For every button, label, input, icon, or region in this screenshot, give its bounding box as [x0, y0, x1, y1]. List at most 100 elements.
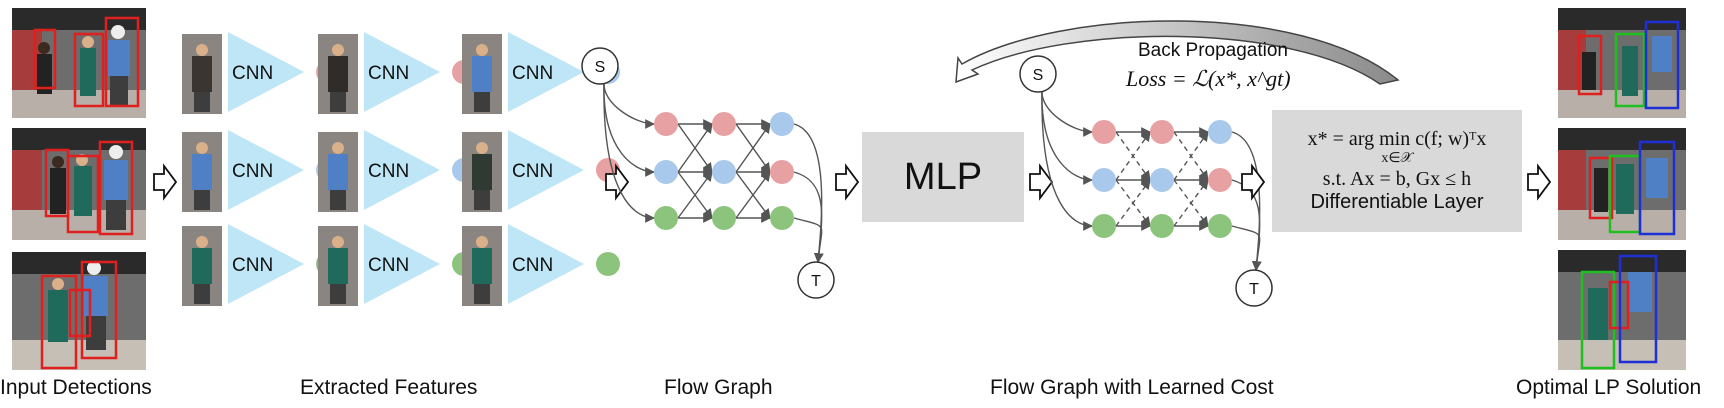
flow-graph: ST: [581, 47, 835, 299]
feature-patch: [182, 34, 222, 114]
flow-edge: [1173, 179, 1209, 227]
flow-node-red: [712, 112, 736, 136]
cnn-triangle: [364, 224, 440, 304]
cnn-triangle: [364, 32, 440, 112]
feature-node-green: [596, 252, 620, 276]
solution-frame-1: [1558, 8, 1686, 118]
feature-patch: [318, 226, 358, 306]
flow-node-blue: [1208, 120, 1232, 144]
flow-node-green: [712, 206, 736, 230]
flow-node-red: [1208, 168, 1232, 192]
flow-node-red: [1150, 120, 1174, 144]
hollow-arrow-6: [1527, 163, 1552, 201]
flow-node-blue: [1092, 168, 1116, 192]
extracted-features: CNN CNN CNN CNN CNN CNN CNN CNN CNN: [182, 32, 620, 306]
flow-edge: [735, 123, 771, 173]
back-propagation-arrow: [955, 20, 1400, 85]
flow-node-blue: [654, 160, 678, 184]
cnn-label: CNN: [512, 255, 553, 276]
lp-objective: x* = arg min c(f; w)ᵀx: [1307, 128, 1487, 151]
cnn-label: CNN: [512, 161, 553, 182]
feature-patch: [462, 132, 502, 212]
flow-node-green: [1092, 214, 1116, 238]
source-node: [1019, 55, 1057, 93]
feature-patch: [182, 226, 222, 306]
flow-edge: [1231, 225, 1262, 271]
hollow-arrow-5: [1241, 163, 1266, 201]
flow-node-red: [770, 160, 794, 184]
cnn-triangle: [228, 130, 304, 210]
flow-edge: [793, 217, 824, 263]
mlp-label: MLP: [903, 155, 983, 198]
flow-node-blue: [712, 160, 736, 184]
flow-edge: [1173, 131, 1209, 181]
flow-edge: [677, 123, 713, 173]
loss-formula: Loss = ℒ(x*, x^gt): [1126, 66, 1291, 91]
flow-edge: [603, 81, 655, 177]
flow-node-green: [1208, 214, 1232, 238]
source-node-label: S: [595, 59, 606, 76]
flow-edge: [603, 81, 655, 223]
source-node-label: S: [1033, 67, 1044, 84]
input-detections: [12, 8, 146, 370]
flow-edge: [735, 171, 771, 219]
flow-edge: [1041, 89, 1093, 231]
flow-node-green: [770, 206, 794, 230]
back-propagation-title: Back Propagation: [1138, 40, 1288, 61]
flow-edge: [1041, 89, 1093, 137]
cnn-label: CNN: [232, 161, 273, 182]
sink-node-label: T: [811, 273, 821, 290]
sink-node-label: T: [1249, 281, 1259, 298]
lp-caption: Differentiable Layer: [1310, 190, 1484, 213]
hollow-arrow-4: [1029, 163, 1054, 201]
source-node: [581, 47, 619, 85]
cnn-label: CNN: [368, 255, 409, 276]
lp-objective-subscript: x∈𝒳: [1381, 151, 1413, 167]
feature-patch: [182, 132, 222, 212]
cnn-label: CNN: [232, 63, 273, 84]
hollow-arrow-1: [153, 163, 178, 201]
solution-frame-2: [1558, 128, 1686, 240]
feature-patch: [462, 226, 502, 306]
label-input-detections: Input Detections: [0, 376, 152, 399]
cnn-label: CNN: [368, 63, 409, 84]
label-extracted-features: Extracted Features: [300, 376, 478, 399]
flow-graph-learned-cost: ST: [1019, 55, 1273, 307]
feature-patch: [318, 132, 358, 212]
cnn-triangle: [364, 130, 440, 210]
cnn-triangle: [508, 32, 584, 112]
flow-edge: [1115, 179, 1151, 227]
cnn-triangle: [508, 130, 584, 210]
lp-constraints: s.t. Ax = b, Gx ≤ h: [1322, 167, 1472, 190]
cnn-label: CNN: [232, 255, 273, 276]
input-frame-2: [12, 128, 146, 240]
flow-edge: [793, 171, 824, 263]
cnn-label: CNN: [512, 63, 553, 84]
cnn-triangle: [228, 32, 304, 112]
input-frame-1: [12, 8, 146, 118]
flow-node-green: [654, 206, 678, 230]
flow-node-green: [1150, 214, 1174, 238]
optimal-lp-solution: [1558, 8, 1686, 370]
sink-node: [1235, 269, 1273, 307]
sink-node: [797, 261, 835, 299]
label-optimal-lp-solution: Optimal LP Solution: [1516, 376, 1702, 399]
flow-edge: [603, 81, 655, 129]
cnn-label: CNN: [368, 161, 409, 182]
feature-patch: [318, 34, 358, 114]
feature-patch: [462, 34, 502, 114]
label-flow-graph: Flow Graph: [664, 376, 773, 399]
flow-edge: [1115, 131, 1151, 181]
cnn-triangle: [228, 224, 304, 304]
label-flow-graph-learned-cost: Flow Graph with Learned Cost: [990, 376, 1274, 399]
flow-node-red: [1092, 120, 1116, 144]
flow-node-red: [654, 112, 678, 136]
hollow-arrow-3: [835, 163, 860, 201]
input-frame-3: [12, 252, 146, 370]
solution-frame-3: [1558, 250, 1686, 370]
flow-node-blue: [1150, 168, 1174, 192]
mlp-box: MLP: [862, 132, 1024, 222]
differentiable-layer-box: x* = arg min c(f; w)ᵀx x∈𝒳 s.t. Ax = b, …: [1272, 110, 1522, 232]
cnn-triangle: [508, 224, 584, 304]
